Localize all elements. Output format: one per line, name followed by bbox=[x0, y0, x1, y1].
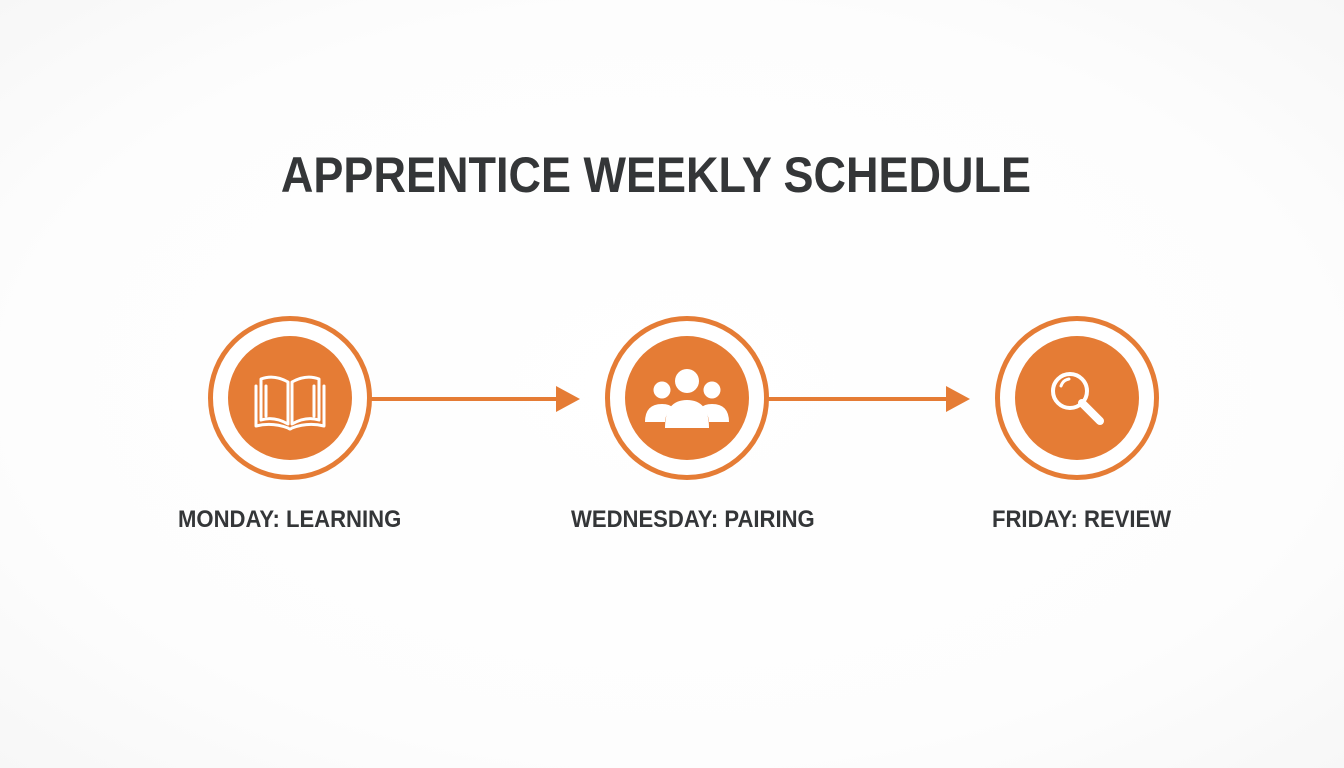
step-wednesday bbox=[605, 316, 769, 480]
step-disc bbox=[625, 336, 749, 460]
step-disc bbox=[1015, 336, 1139, 460]
arrow-wednesday-to-friday bbox=[768, 386, 970, 412]
diagram-title: APPRENTICE WEEKLY SCHEDULE bbox=[280, 147, 1032, 203]
step-disc bbox=[228, 336, 352, 460]
step-friday bbox=[995, 316, 1159, 480]
step-label-friday: FRIDAY: REVIEW bbox=[992, 506, 1172, 533]
step-label-monday: MONDAY: LEARNING bbox=[178, 506, 402, 533]
group-people-icon bbox=[645, 369, 729, 428]
arrow-monday-to-wednesday bbox=[370, 386, 580, 412]
step-label-wednesday: WEDNESDAY: PAIRING bbox=[571, 506, 815, 533]
step-monday bbox=[208, 316, 372, 480]
open-book-icon bbox=[254, 375, 326, 431]
magnifying-glass-icon bbox=[1051, 372, 1104, 425]
